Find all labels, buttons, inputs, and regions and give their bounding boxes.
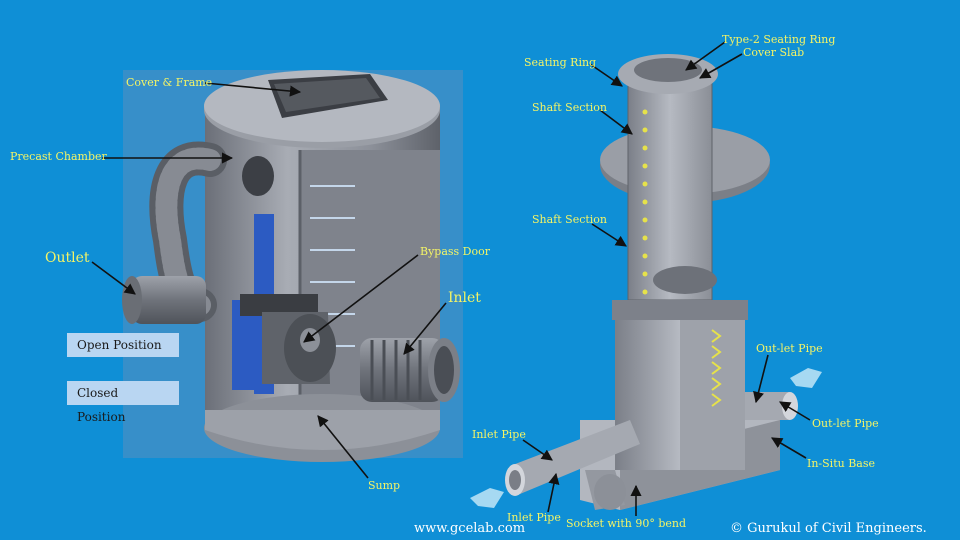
right-manhole-illustration bbox=[470, 54, 822, 510]
closed-position-button[interactable]: Closed Position bbox=[67, 381, 179, 424]
label-shaft-section-lower: Shaft Section bbox=[532, 213, 608, 226]
label-seating-ring: Seating Ring bbox=[524, 56, 597, 69]
pointer-arrows bbox=[91, 41, 811, 516]
label-precast-chamber: Precast Chamber bbox=[10, 150, 107, 163]
label-sump: Sump bbox=[368, 479, 401, 492]
footer-website-link[interactable]: www.gcelab.com bbox=[414, 521, 526, 536]
label-type2-seating-ring: Type-2 Seating Ring bbox=[722, 33, 836, 46]
label-inlet-pipe-lower: Inlet Pipe bbox=[507, 511, 561, 524]
open-position-button[interactable]: Open Position bbox=[67, 333, 179, 357]
label-outlet: Outlet bbox=[45, 250, 90, 266]
label-inlet: Inlet bbox=[448, 290, 481, 306]
label-insitu-base: In-Situ Base bbox=[807, 457, 875, 470]
label-socket-bend: Socket with 90° bend bbox=[566, 517, 687, 530]
label-inlet-pipe-upper: Inlet Pipe bbox=[472, 428, 526, 441]
label-outlet-pipe-upper: Out-let Pipe bbox=[756, 342, 823, 355]
label-cover-slab: Cover Slab bbox=[743, 46, 805, 59]
label-outlet-pipe-lower: Out-let Pipe bbox=[812, 417, 879, 430]
label-shaft-section-upper: Shaft Section bbox=[532, 101, 608, 114]
footer-copyright: © Gurukul of Civil Engineers. bbox=[730, 521, 927, 536]
label-bypass-door: Bypass Door bbox=[420, 245, 491, 258]
label-cover-frame: Cover & Frame bbox=[126, 76, 213, 89]
